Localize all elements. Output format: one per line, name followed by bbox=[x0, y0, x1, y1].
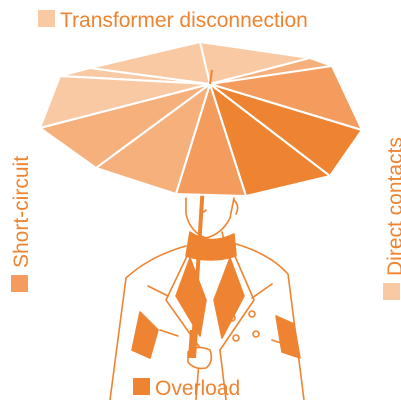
label-bottom: Overload bbox=[133, 377, 240, 400]
label-direct-contacts: Direct contacts bbox=[384, 137, 401, 276]
label-transformer-disconnection: Transformer disconnection bbox=[60, 9, 308, 32]
umbrella-canopy bbox=[39, 41, 363, 197]
swatch-overload bbox=[133, 378, 150, 395]
swatch-transformer-disconnection bbox=[38, 10, 55, 27]
label-short-circuit: Short-circuit bbox=[10, 156, 33, 268]
person bbox=[109, 197, 305, 400]
swatch-short-circuit bbox=[11, 275, 28, 292]
label-top: Transformer disconnection bbox=[38, 9, 308, 32]
label-left: Short-circuit bbox=[10, 156, 33, 292]
swatch-direct-contacts bbox=[383, 283, 400, 300]
label-right: Direct contacts bbox=[383, 137, 401, 300]
label-overload: Overload bbox=[155, 377, 240, 400]
